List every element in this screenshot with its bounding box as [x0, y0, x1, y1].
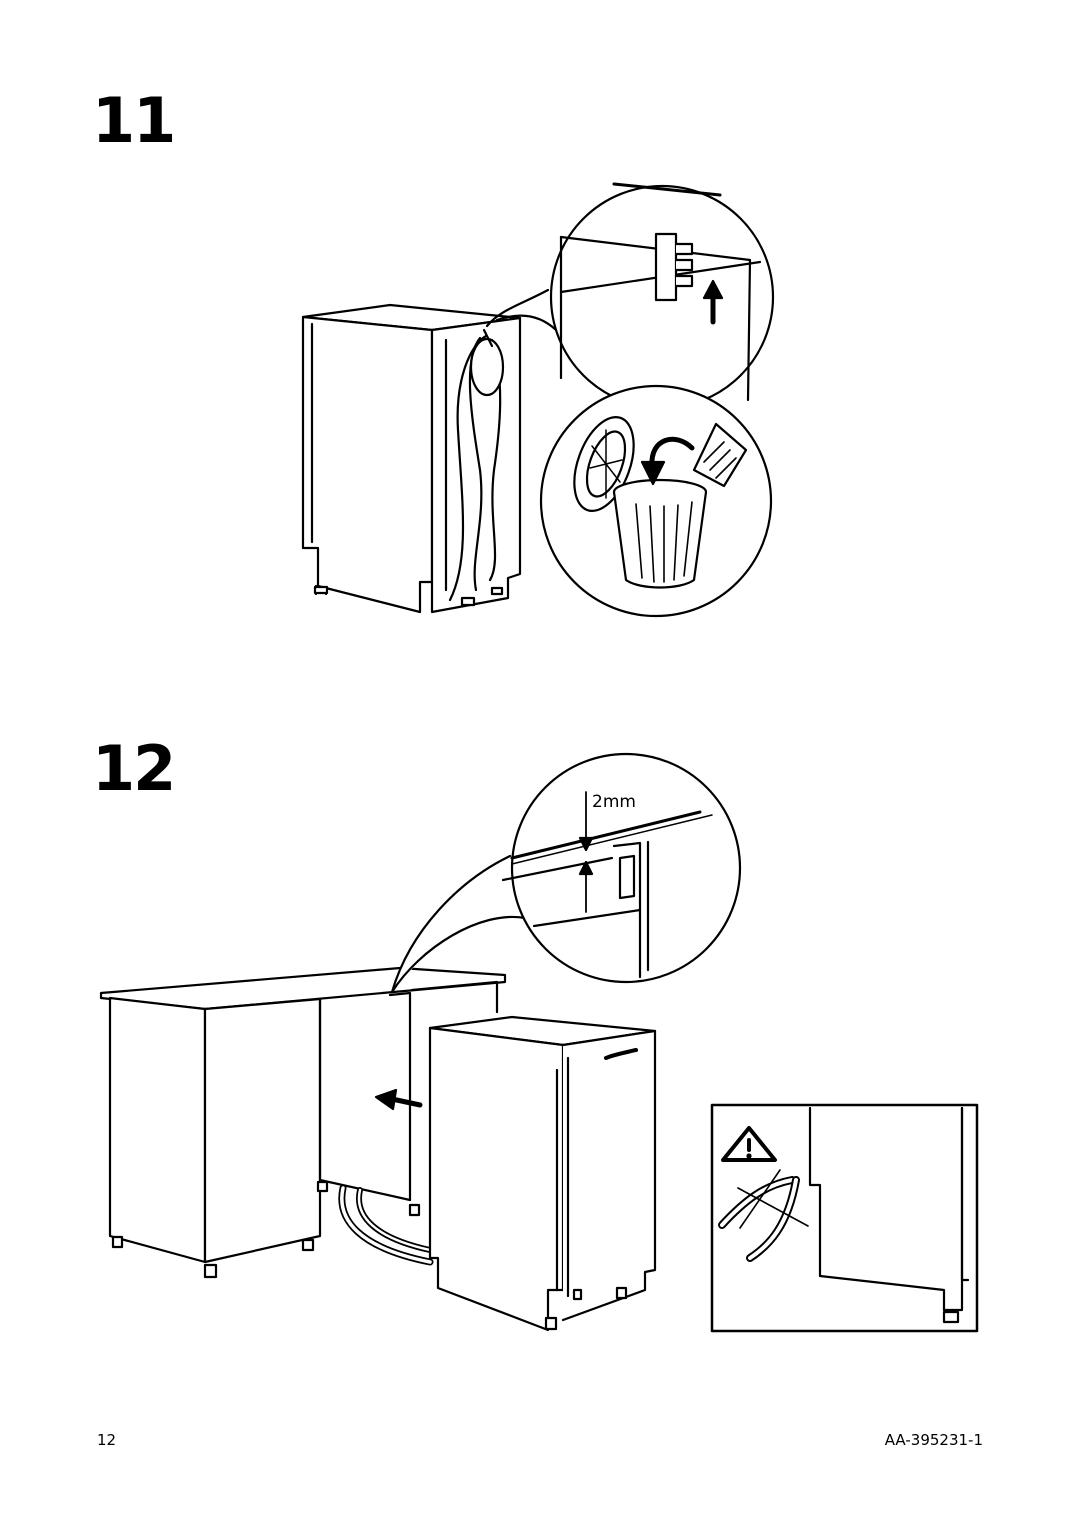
step-number-11: 11 — [92, 84, 176, 157]
gap-detail-callout — [390, 752, 742, 994]
bracket-removal-callout — [549, 182, 775, 410]
warning-hose-inset — [710, 1103, 979, 1333]
document-code: AA-395231-1 — [884, 1431, 983, 1449]
step-number-12: 12 — [92, 732, 176, 805]
discard-parts-callout — [539, 384, 773, 618]
gap-dimension-label: 2mm — [592, 792, 636, 812]
dishwasher-with-hoses-illustration — [301, 288, 558, 614]
dishwasher-sliding-illustration — [428, 1015, 657, 1332]
page-number: 12 — [97, 1431, 117, 1449]
countertop-cabinet-illustration — [99, 966, 507, 1279]
